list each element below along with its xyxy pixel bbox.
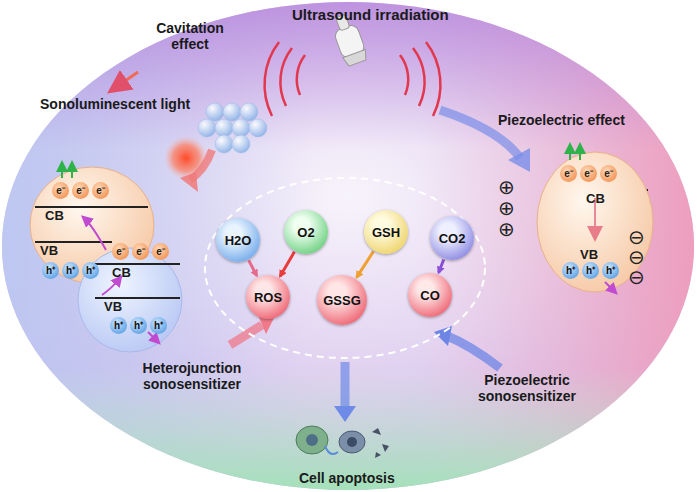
molecule-circle: O2 bbox=[284, 210, 328, 254]
hole: h⁺ bbox=[582, 262, 599, 279]
electron: e⁻ bbox=[580, 165, 597, 182]
hole: h⁺ bbox=[130, 317, 147, 334]
charge-symbol: ⊖ bbox=[628, 266, 645, 289]
annotation: Sonoluminescent light bbox=[40, 96, 190, 112]
band-label: CB bbox=[112, 266, 131, 281]
band-label: VB bbox=[104, 300, 122, 315]
annotation: Piezoelectric sonosensitizer bbox=[462, 372, 592, 404]
annotation: Heterojunction sonosensitizer bbox=[132, 360, 252, 392]
hole: h⁺ bbox=[42, 262, 59, 279]
hole: h⁺ bbox=[602, 262, 619, 279]
band-label: CB bbox=[45, 209, 64, 224]
hole: h⁺ bbox=[562, 262, 579, 279]
molecule-label: CO2 bbox=[439, 231, 466, 246]
electron: e⁻ bbox=[112, 243, 129, 260]
molecule-circle: GSSG bbox=[317, 275, 367, 325]
charge-symbol: ⊖ bbox=[628, 226, 645, 249]
electron: e⁻ bbox=[560, 165, 577, 182]
band-label: VB bbox=[40, 244, 58, 259]
molecule-label: GSSG bbox=[323, 293, 361, 308]
electron: e⁻ bbox=[92, 182, 109, 199]
charge-symbol: ⊕ bbox=[498, 176, 515, 199]
reaction-arrow bbox=[249, 260, 257, 275]
molecule-circle: H2O bbox=[216, 218, 260, 262]
molecule-label: O2 bbox=[297, 225, 314, 240]
electron: e⁻ bbox=[132, 243, 149, 260]
electron: e⁻ bbox=[600, 165, 617, 182]
molecule-label: H2O bbox=[225, 233, 252, 248]
annotation: Piezoelectric effect bbox=[498, 112, 625, 128]
band-label: CB bbox=[586, 192, 605, 207]
annotation: Ultrasound irradiation bbox=[292, 6, 449, 23]
band-label: VB bbox=[580, 248, 598, 263]
molecule-circle: ROS bbox=[246, 275, 290, 319]
reaction-arrow bbox=[280, 252, 294, 276]
molecule-circle: GSH bbox=[364, 210, 408, 254]
reaction-arrow bbox=[357, 251, 374, 277]
reaction-arrow bbox=[439, 259, 444, 272]
molecule-circle: CO2 bbox=[430, 216, 474, 260]
electron: e⁻ bbox=[72, 182, 89, 199]
hole: h⁺ bbox=[110, 317, 127, 334]
annotation: Cell apoptosis bbox=[299, 470, 395, 486]
molecule-label: GSH bbox=[372, 225, 400, 240]
molecule-label: ROS bbox=[254, 290, 282, 305]
hole: h⁺ bbox=[150, 317, 167, 334]
charge-symbol: ⊕ bbox=[498, 197, 515, 220]
charge-symbol: ⊖ bbox=[628, 246, 645, 269]
charge-symbol: ⊕ bbox=[498, 218, 515, 241]
molecule-circle: CO bbox=[408, 273, 452, 317]
hole: h⁺ bbox=[62, 262, 79, 279]
annotation: Cavitation effect bbox=[150, 20, 230, 52]
electron: e⁻ bbox=[52, 182, 69, 199]
electron: e⁻ bbox=[152, 243, 169, 260]
molecule-label: CO bbox=[420, 288, 440, 303]
hole: h⁺ bbox=[82, 262, 99, 279]
